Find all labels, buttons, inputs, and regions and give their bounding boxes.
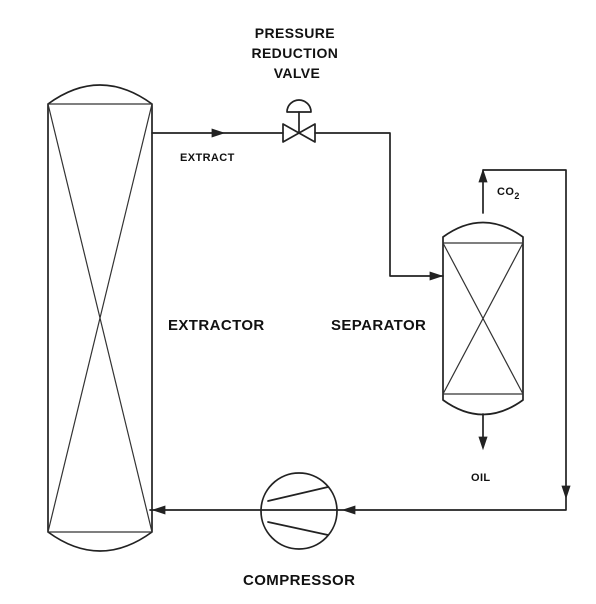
- pressure-valve-label: PRESSURE REDUCTION VALVE: [251, 25, 342, 81]
- compressor-blade-upper: [267, 486, 329, 502]
- compressor-casing: [260, 472, 338, 550]
- co2-recycle-line: [149, 169, 567, 511]
- arrow-separator-inlet: [429, 271, 444, 281]
- separator-label: SEPARATOR: [331, 317, 426, 334]
- separator-vessel: [442, 221, 524, 416]
- extractor-label: EXTRACTOR: [168, 317, 265, 334]
- extract-label: EXTRACT: [180, 152, 235, 164]
- separator-outline: [442, 221, 524, 416]
- flow-arrows: [151, 128, 571, 515]
- oil-label: OIL: [471, 472, 491, 484]
- arrow-extract-right: [211, 128, 226, 138]
- extract-line-2: [314, 132, 444, 277]
- arrow-compressor-inlet: [341, 505, 356, 515]
- valve-body-right: [298, 123, 316, 143]
- compressor: [260, 472, 338, 550]
- arrow-extractor-inlet: [151, 505, 166, 515]
- separator-packing-diagonal-2: [442, 242, 524, 395]
- pressure-reduction-valve: [282, 99, 316, 143]
- arrow-oil-down: [478, 436, 488, 451]
- arrow-loop-down: [561, 485, 571, 500]
- co2-label: CO2: [497, 186, 520, 201]
- piping: [149, 132, 567, 511]
- compressor-blade-lower: [267, 521, 329, 536]
- valve-actuator-dome: [286, 99, 312, 113]
- extractor-packing-diagonal-2: [47, 103, 153, 533]
- valve-body-left: [282, 123, 300, 143]
- compressor-label: COMPRESSOR: [243, 572, 355, 589]
- extractor-vessel: [47, 84, 153, 552]
- arrow-co2-up: [478, 168, 488, 183]
